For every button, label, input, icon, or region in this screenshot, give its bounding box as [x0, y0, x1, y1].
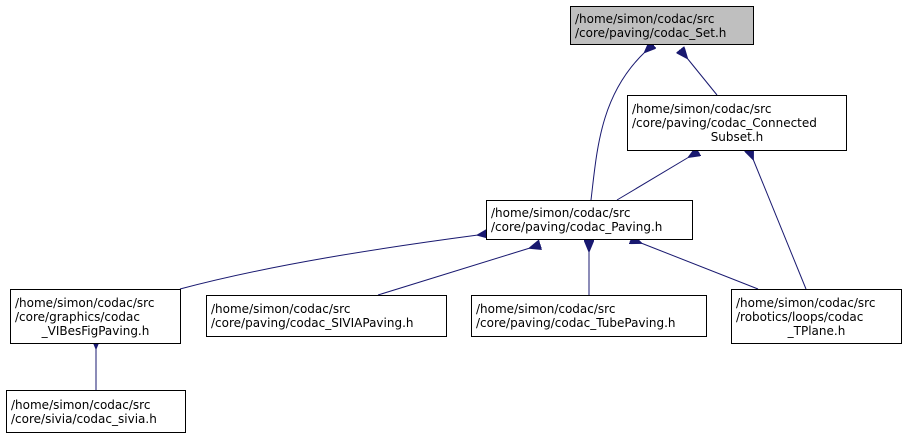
node-line: /home/simon/codac/src — [476, 302, 616, 316]
node-line: /core/paving/codac_Paving.h — [491, 220, 663, 234]
node-codac-connected-subset[interactable]: /home/simon/codac/src /core/paving/codac… — [627, 95, 847, 151]
node-line: /home/simon/codac/src — [15, 295, 155, 310]
node-line: /robotics/loops/codac — [736, 309, 864, 324]
edge-vibes-to-paving — [179, 235, 478, 290]
node-codac-tplane[interactable]: /home/simon/codac/src /robotics/loops/co… — [731, 289, 902, 344]
node-line: /home/simon/codac/src — [575, 11, 715, 26]
node-line: /core/graphics/codac — [15, 309, 140, 324]
node-line: /core/sivia/codac_sivia.h — [11, 411, 157, 426]
node-codac-paving[interactable]: /home/simon/codac/src /core/paving/codac… — [486, 200, 693, 240]
node-line: _VIBesFigPaving.h — [41, 323, 150, 338]
node-codac-sivia[interactable]: /home/simon/codac/src /core/sivia/codac_… — [6, 390, 186, 433]
edge-connected-to-set — [687, 58, 718, 96]
edge-tplane-to-paving — [641, 243, 759, 290]
node-line: /core/paving/codac_SIVIAPaving.h — [211, 316, 414, 330]
node-codac-vibesfigpaving[interactable]: /home/simon/codac/src /core/graphics/cod… — [10, 289, 181, 344]
node-line: /home/simon/codac/src — [736, 295, 876, 310]
node-line: /core/paving/codac_Connected — [632, 116, 817, 130]
node-codac-siviapaving[interactable]: /home/simon/codac/src /core/paving/codac… — [206, 295, 447, 337]
edge-paving-to-connected — [616, 157, 689, 201]
node-codac-set: /home/simon/codac/src /core/paving/codac… — [570, 6, 754, 45]
node-codac-tubepaving[interactable]: /home/simon/codac/src /core/paving/codac… — [471, 295, 707, 337]
node-line: /home/simon/codac/src — [11, 397, 151, 412]
node-line: /home/simon/codac/src — [491, 206, 631, 220]
node-line: /core/paving/codac_Set.h — [575, 25, 727, 40]
edge-tplane-to-connected — [753, 159, 807, 290]
node-line: /home/simon/codac/src — [632, 102, 772, 116]
node-line: /core/paving/codac_TubePaving.h — [476, 316, 676, 330]
node-line: /home/simon/codac/src — [211, 302, 351, 316]
node-line: _TPlane.h — [787, 323, 846, 338]
edge-paving-to-set — [590, 52, 645, 201]
edge-siviapaving-to-paving — [377, 248, 530, 296]
node-line: Subset.h — [710, 130, 764, 144]
